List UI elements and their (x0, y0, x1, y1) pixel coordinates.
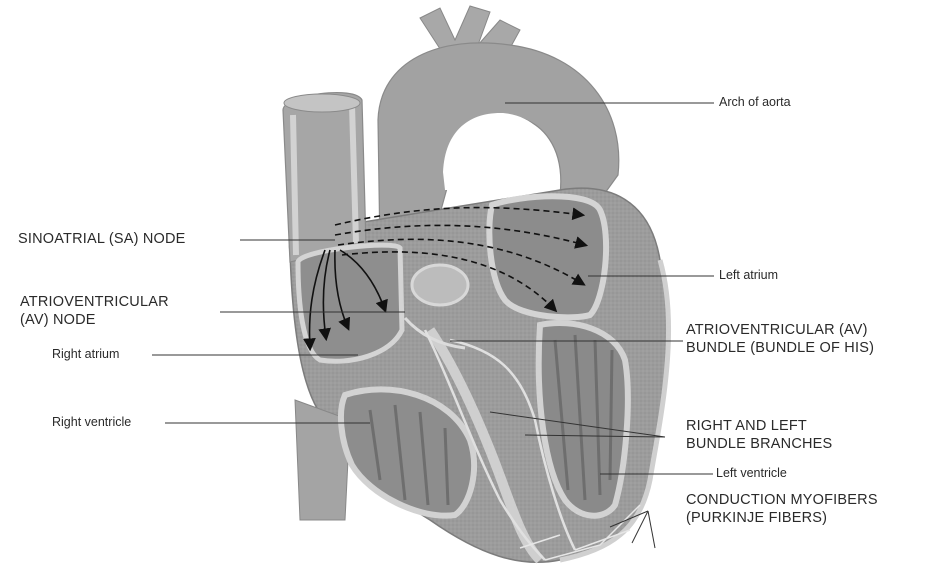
label-right-atrium: Right atrium (52, 347, 119, 362)
label-av-node-line1: ATRIOVENTRICULAR (20, 294, 169, 312)
left-atrium-chamber (489, 196, 606, 317)
leader-purkinje-3 (648, 511, 655, 548)
label-av-bundle-line2: BUNDLE (BUNDLE OF HIS) (686, 340, 874, 358)
right-atrium-chamber (298, 245, 402, 361)
heart-illustration (283, 6, 669, 562)
label-arch-of-aorta: Arch of aorta (719, 95, 791, 110)
label-purkinje-line2: (PURKINJE FIBERS) (686, 510, 878, 528)
valve (412, 265, 468, 305)
label-purkinje-fibers: CONDUCTION MYOFIBERS (PURKINJE FIBERS) (686, 492, 878, 527)
label-bundle-branches-line1: RIGHT AND LEFT (686, 418, 832, 436)
label-purkinje-line1: CONDUCTION MYOFIBERS (686, 492, 878, 510)
svc-opening (284, 94, 360, 112)
label-sa-node: SINOATRIAL (SA) NODE (18, 231, 186, 249)
label-bundle-branches-line2: BUNDLE BRANCHES (686, 436, 832, 454)
label-av-node: ATRIOVENTRICULAR (AV) NODE (20, 294, 169, 329)
label-left-ventricle: Left ventricle (716, 466, 787, 481)
label-av-bundle-line1: ATRIOVENTRICULAR (AV) (686, 322, 874, 340)
label-left-atrium: Left atrium (719, 268, 778, 283)
label-right-ventricle: Right ventricle (52, 415, 131, 430)
label-av-node-line2: (AV) NODE (20, 312, 169, 330)
label-bundle-branches: RIGHT AND LEFT BUNDLE BRANCHES (686, 418, 832, 453)
label-av-bundle: ATRIOVENTRICULAR (AV) BUNDLE (BUNDLE OF … (686, 322, 874, 357)
